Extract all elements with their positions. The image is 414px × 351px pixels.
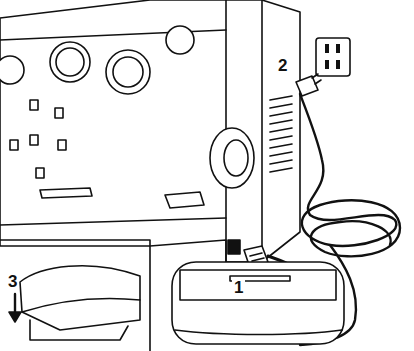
callout-number: 1 [232,278,245,297]
callout-number: 2 [276,56,289,75]
callout-number: 3 [6,272,19,291]
